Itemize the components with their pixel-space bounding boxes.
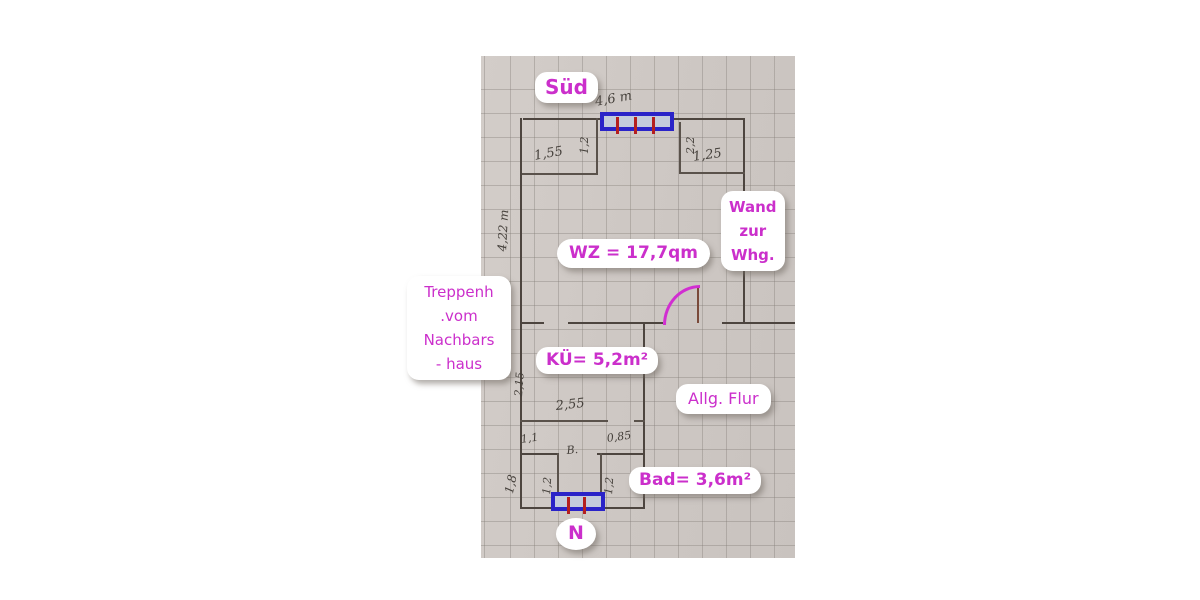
dim-recess-left-depth: 1,2 bbox=[578, 136, 591, 155]
label-wall-to-flat: Wand zur Whg. bbox=[721, 191, 785, 271]
wall-recess-right-bottom bbox=[679, 172, 745, 174]
label-kitchen: KÜ= 5,2m² bbox=[536, 347, 659, 375]
dim-living-height: 4,22 m bbox=[495, 209, 512, 252]
wall-mid-left bbox=[520, 322, 544, 324]
dim-kitchen-depth: 2,15 bbox=[512, 371, 527, 397]
wall-mid-center bbox=[568, 322, 663, 324]
window-tick bbox=[634, 117, 637, 134]
wall-recess-right-edge bbox=[679, 122, 681, 174]
dim-bay-left-depth: 1,2 bbox=[540, 476, 555, 495]
wall-bay-right-jamb bbox=[600, 453, 602, 495]
wall-bath-top-left bbox=[520, 453, 558, 455]
window-symbol-north bbox=[551, 492, 605, 514]
wall-kitchen-hall-divider bbox=[643, 322, 645, 508]
label-north: N bbox=[556, 518, 596, 550]
window-tick bbox=[616, 117, 619, 134]
label-bath: Bad= 3,6m² bbox=[629, 467, 762, 495]
wall-mid-right bbox=[722, 322, 795, 324]
dim-kitchen-width: 2,55 bbox=[555, 395, 586, 414]
label-living-room: WZ = 17,7qm bbox=[557, 239, 710, 269]
graph-paper bbox=[481, 56, 795, 558]
label-stairwell-note: Treppenh .vom Nachbars - haus bbox=[407, 276, 511, 380]
wall-left bbox=[520, 118, 522, 508]
dim-bath-door: B. bbox=[566, 442, 579, 457]
wall-recess-left-bottom bbox=[522, 173, 598, 175]
dim-bath-wall-left: 1,1 bbox=[520, 430, 540, 446]
window-symbol-south bbox=[600, 112, 674, 134]
window-tick bbox=[567, 497, 570, 514]
wall-bay-left-jamb bbox=[557, 453, 559, 495]
wall-kitchen-bottom-left bbox=[520, 420, 608, 422]
dim-bay-right-depth: 1,2 bbox=[602, 476, 617, 495]
window-tick bbox=[583, 497, 586, 514]
wall-bath-top-right bbox=[597, 453, 645, 455]
label-south: Süd bbox=[535, 72, 598, 103]
wall-kitchen-bottom-right bbox=[634, 420, 645, 422]
window-tick bbox=[652, 117, 655, 134]
label-hallway: Allg. Flur bbox=[676, 384, 771, 414]
wall-recess-left-edge bbox=[596, 118, 598, 175]
